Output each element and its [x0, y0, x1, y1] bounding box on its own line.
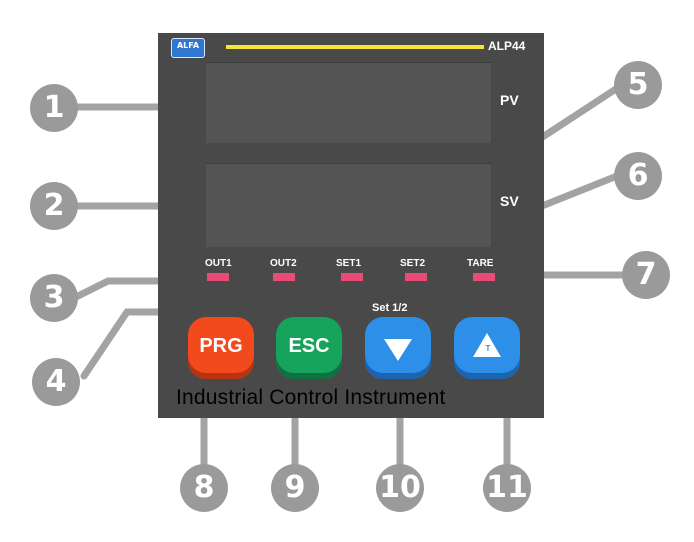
callout-6-number: 6	[627, 158, 649, 193]
callout-11: 11	[483, 464, 531, 512]
callout-7: 7	[622, 251, 670, 299]
callout-1-number: 1	[43, 90, 65, 125]
prg-button[interactable]: PRG	[188, 317, 254, 379]
callout-10: 10	[376, 464, 424, 512]
sv-display	[206, 163, 491, 247]
brand-logo: ALFA	[171, 38, 205, 58]
set1-label: SET1	[336, 258, 362, 269]
callout-6: 6	[614, 152, 662, 200]
callout-5-number: 5	[627, 67, 649, 102]
callout-11-number: 11	[486, 470, 528, 505]
set1-led	[341, 273, 363, 281]
callout-8: 8	[180, 464, 228, 512]
out2-label: OUT2	[270, 258, 297, 269]
esc-button[interactable]: ESC	[276, 317, 342, 379]
callout-5: 5	[614, 61, 662, 109]
callout-3: 3	[30, 274, 78, 322]
callout-4: 4	[32, 358, 80, 406]
callout-9: 9	[271, 464, 319, 512]
model-label: ALP44	[488, 39, 526, 53]
callout-8-number: 8	[193, 470, 215, 505]
callout-3-number: 3	[43, 280, 65, 315]
pv-display	[206, 62, 491, 143]
panel-caption: Industrial Control Instrument	[176, 386, 446, 409]
set12-label: Set 1/2	[372, 302, 408, 314]
sv-label: SV	[500, 193, 519, 209]
tare-label: TARE	[467, 258, 494, 269]
up-arrow-icon	[473, 333, 501, 357]
callout-2-number: 2	[43, 188, 65, 223]
set2-label: SET2	[400, 258, 426, 269]
out1-led	[207, 273, 229, 281]
callout-4-number: 4	[45, 364, 67, 399]
pv-label: PV	[500, 92, 519, 108]
callout-10-number: 10	[379, 470, 421, 505]
prg-button-label: PRG	[199, 335, 243, 357]
callout-1: 1	[30, 84, 78, 132]
tare-mark: T	[485, 344, 491, 353]
callout-7-number: 7	[635, 257, 657, 292]
esc-button-label: ESC	[288, 335, 330, 357]
up-button[interactable]: T	[454, 317, 520, 379]
tare-led	[473, 273, 495, 281]
down-button[interactable]	[365, 317, 431, 379]
yellow-stripe	[226, 45, 484, 49]
set2-led	[405, 273, 427, 281]
out1-label: OUT1	[205, 258, 232, 269]
brand-logo-text: ALFA	[176, 41, 200, 50]
callout-2: 2	[30, 182, 78, 230]
down-arrow-icon	[384, 339, 412, 361]
callout-9-number: 9	[284, 470, 306, 505]
out2-led	[273, 273, 295, 281]
